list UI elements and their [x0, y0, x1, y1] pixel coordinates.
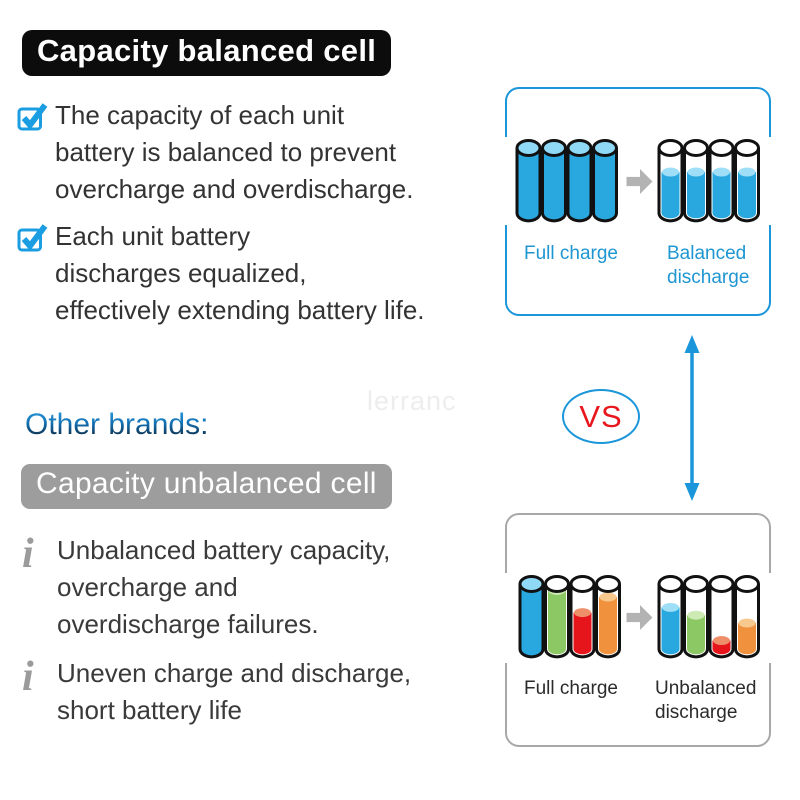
full-charge-label: Full charge: [524, 243, 618, 264]
checked-checkbox-icon: [16, 221, 48, 258]
border-gap: [765, 573, 774, 663]
unbalanced-discharge-batteries: [657, 573, 760, 666]
unbalanced-discharge-label: Unbalanced discharge: [655, 678, 757, 723]
border-gap: [502, 137, 511, 225]
unbalanced-battery-diagram: Full charge Unbalanced discharge: [502, 513, 774, 747]
watermark: lerranc: [367, 386, 457, 416]
full-charge-batteries: [515, 137, 618, 230]
balanced-title: Capacity balanced cell: [22, 30, 392, 76]
border-gap: [765, 137, 774, 225]
double-headed-arrow-icon: [679, 334, 705, 507]
right-arrow-icon: [626, 168, 654, 200]
balanced-discharge-label: Balanced discharge: [667, 243, 750, 288]
vs-badge: VS: [562, 389, 640, 444]
other-brands-heading: Other brands:: [25, 408, 209, 441]
balanced-battery-diagram: Full charge Balanced discharge: [502, 87, 774, 316]
info-icon: i: [22, 654, 34, 700]
border-gap: [502, 573, 511, 663]
checked-checkbox-icon: [16, 100, 48, 137]
balanced-bullet-1: The capacity of each unit battery is bal…: [55, 100, 414, 204]
unbalanced-bullet-2: Uneven charge and discharge, short batte…: [57, 658, 412, 725]
unbalanced-bullet-1: Unbalanced battery capacity, overcharge …: [57, 535, 391, 639]
info-icon: i: [22, 531, 34, 577]
right-arrow-icon: [626, 604, 654, 636]
full-charge-batteries: [518, 573, 621, 666]
vs-label: VS: [579, 398, 623, 434]
unbalanced-title: Capacity unbalanced cell: [21, 464, 392, 509]
balanced-bullet-2: Each unit battery discharges equalized, …: [55, 221, 425, 325]
balanced-discharge-batteries: [657, 137, 760, 230]
full-charge-label: Full charge: [524, 678, 618, 699]
